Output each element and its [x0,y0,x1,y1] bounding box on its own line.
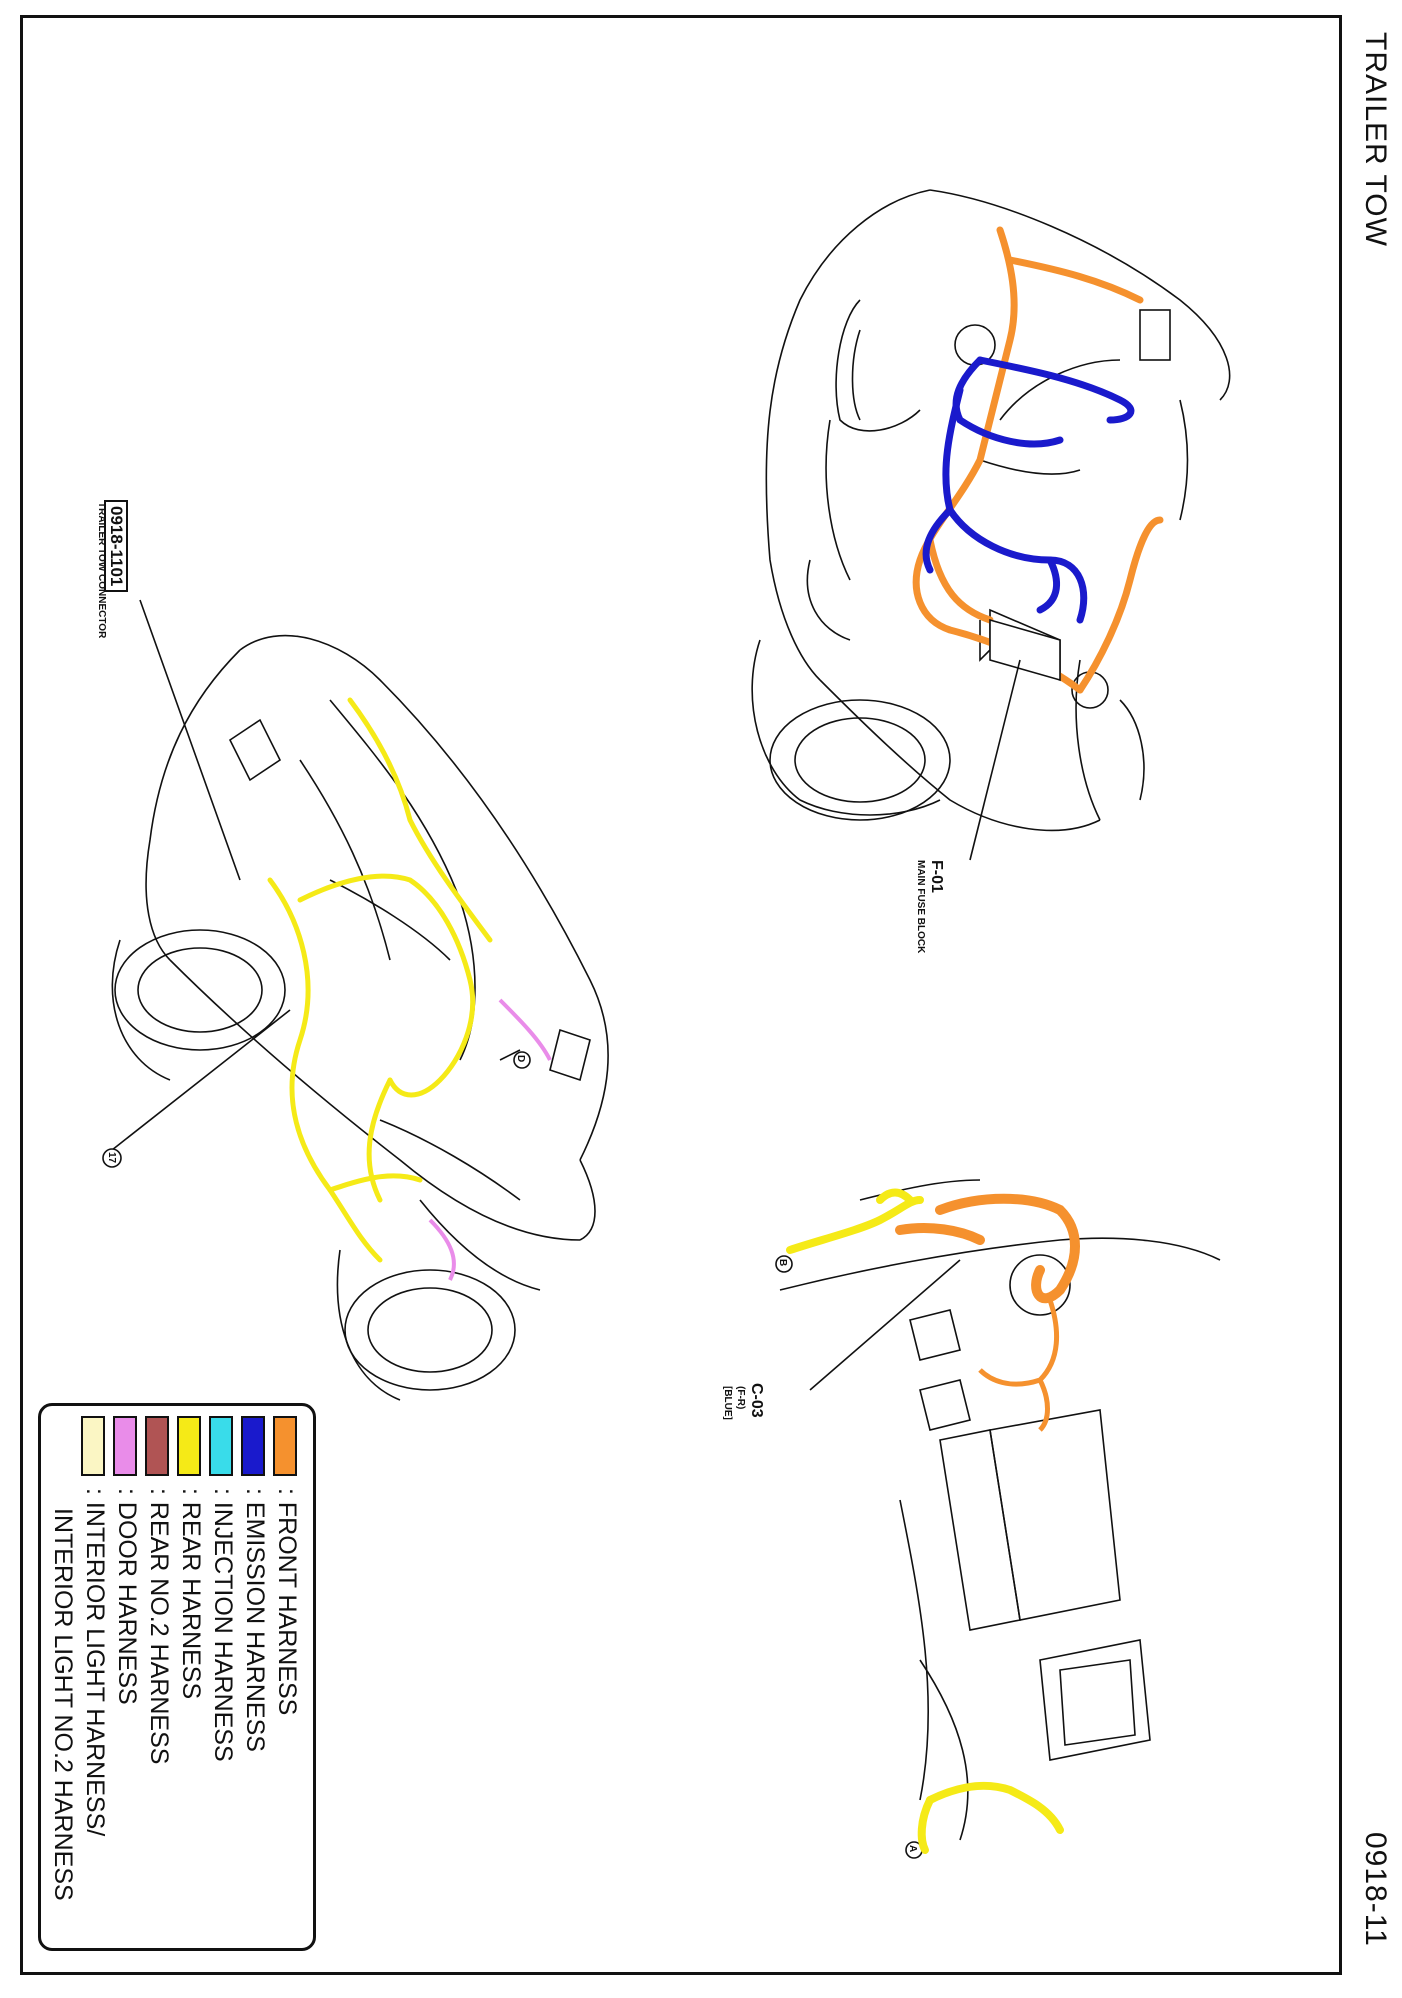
c03-color: [BLUE] [722,1386,733,1420]
legend-label: : INJECTION HARNESS [209,1488,237,1762]
fuse-block-box [989,618,1061,682]
c03-code: C-03 [748,1383,765,1418]
c03-sub: (F-R) [735,1386,746,1410]
page-border [20,15,1342,1975]
dash-rear-harness [786,1188,1064,1854]
trailer-connector-name: TRAILER TOW CONNECTOR [96,502,107,639]
ref-a: A [907,1845,918,1853]
c03-leader [809,1259,961,1391]
fuse-block-name: MAIN FUSE BLOCK [915,860,926,954]
trailer-connector-code: 0918-1101 [104,500,128,593]
legend-swatch [145,1416,169,1476]
legend-label: : INTERIOR LIGHT HARNESS/ [81,1488,109,1837]
legend-label: : REAR HARNESS [177,1488,205,1700]
engine-bay-emission-harness [922,356,1135,624]
ref-circles [102,1051,923,1859]
legend-label: : EMISSION HARNESS [241,1488,269,1752]
dash-front-harness [895,1193,1080,1304]
legend-swatch [273,1416,297,1476]
legend-label: : REAR NO.2 HARNESS [145,1488,173,1765]
body-view [111,634,609,1401]
body-door-harness [428,998,552,1281]
body-rear-harness [267,697,493,1263]
legend-swatch [209,1416,233,1476]
legend-continuation: INTERIOR LIGHT NO.2 HARNESS [49,1508,77,1901]
engine-bay-front-harness [912,226,1164,694]
dash-front-harness-thin [978,1299,1060,1432]
legend-label: : FRONT HARNESS [273,1488,301,1716]
legend-swatch [113,1416,137,1476]
fuse-block-code: F-01 [928,860,945,893]
ref-17: 17 [106,1152,117,1164]
fuse-block-leader [969,659,1021,861]
connector-leader [111,599,521,1151]
legend-label: : DOOR HARNESS [113,1488,141,1705]
legend-swatch [177,1416,201,1476]
harness-legend: : FRONT HARNESS : EMISSION HARNESS : INJ… [38,1403,316,1951]
legend-swatch [241,1416,265,1476]
engine-bay-view [751,189,1231,832]
legend-swatch [81,1416,105,1476]
dash-view [779,1179,1221,1841]
ref-b: B [777,1259,788,1267]
ref-d: D [515,1055,526,1063]
